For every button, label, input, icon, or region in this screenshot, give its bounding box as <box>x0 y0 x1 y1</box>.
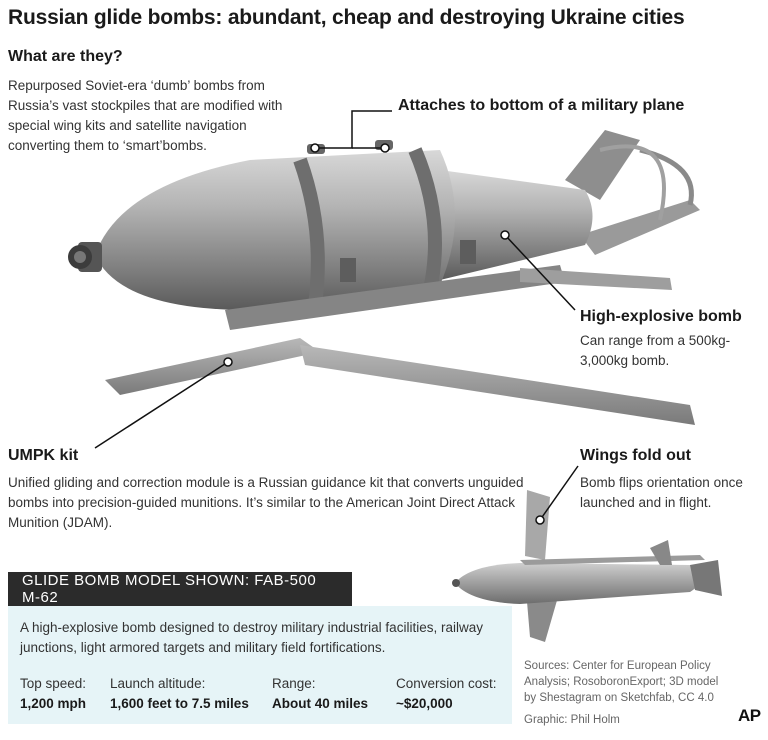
umpk-description: Unified gliding and correction module is… <box>8 475 524 530</box>
wings-description: Bomb flips orientation once launched and… <box>580 475 743 510</box>
stat-label: Conversion cost: <box>396 676 497 691</box>
stat-value: 1,600 feet to 7.5 miles <box>110 696 249 711</box>
bomb-rear <box>440 170 593 280</box>
model-banner: GLIDE BOMB MODEL SHOWN: FAB-500 M-62 <box>8 572 352 606</box>
stat-value: ~$20,000 <box>396 696 453 711</box>
what-heading: What are they? <box>8 48 123 65</box>
graphic-credit: Graphic: Phil Holm <box>524 714 620 726</box>
umpk-leader <box>94 357 233 449</box>
stat-conversion-cost: Conversion cost: ~$20,000 <box>396 674 497 715</box>
sources-note: Sources: Center for European Policy Anal… <box>524 660 719 704</box>
what-description: Repurposed Soviet-era ‘dumb’ bombs from … <box>8 78 283 153</box>
wings-heading: Wings fold out <box>580 447 691 464</box>
attach-callout: Attaches to bottom of a military plane <box>398 97 685 114</box>
high-explosive-heading: High-explosive bomb <box>580 308 742 325</box>
model-description: A high-explosive bomb designed to destro… <box>20 620 483 655</box>
stat-range: Range: About 40 miles <box>272 674 368 715</box>
bomb-body <box>95 150 455 310</box>
page-title: Russian glide bombs: abundant, cheap and… <box>8 6 685 29</box>
ap-logo: AP <box>738 706 761 725</box>
umpk-heading: UMPK kit <box>8 447 79 464</box>
left-wing <box>105 338 320 395</box>
stat-launch-altitude: Launch altitude: 1,600 feet to 7.5 miles <box>110 674 249 715</box>
stat-label: Range: <box>272 676 316 691</box>
suspension-lugs <box>307 140 393 154</box>
inflight-bomb <box>452 465 722 642</box>
stat-label: Top speed: <box>20 676 87 691</box>
model-info-box: A high-explosive bomb designed to destro… <box>8 606 512 724</box>
umpk-rail <box>225 265 565 330</box>
high-explosive-description: Can range from a 500kg-3,000kg bomb. <box>580 333 731 368</box>
right-wing <box>300 345 695 425</box>
attach-leader <box>310 110 392 153</box>
stat-top-speed: Top speed: 1,200 mph <box>20 674 86 715</box>
tail-fins <box>565 130 700 255</box>
stat-value: About 40 miles <box>272 696 369 711</box>
rear-wing <box>520 268 672 290</box>
stat-label: Launch altitude: <box>110 676 206 691</box>
stat-value: 1,200 mph <box>20 696 87 711</box>
high-explosive-leader <box>500 230 576 311</box>
mounting-straps <box>293 147 476 306</box>
nose-fuze <box>68 242 102 272</box>
